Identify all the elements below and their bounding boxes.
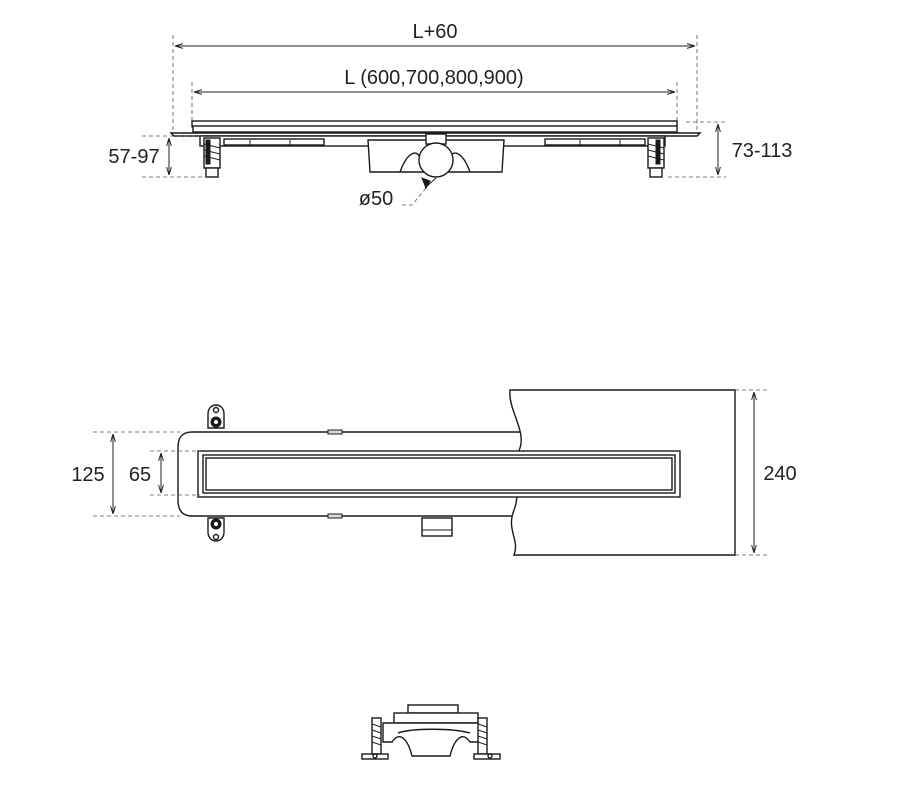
side-view: L+60 L (600,700,800,900)	[108, 21, 792, 210]
total-height-dimension: 73-113	[668, 121, 793, 178]
overall-length-dimension: L+60	[175, 21, 695, 46]
end-view-right-screw	[473, 717, 501, 760]
right-adjustable-foot	[647, 137, 665, 178]
total-height-label: 73-113	[732, 140, 793, 162]
channel-body-plan	[177, 431, 520, 517]
end-view	[361, 704, 501, 760]
plan-view: 125 65 240	[71, 389, 797, 556]
floor-width-label: 240	[763, 463, 796, 485]
end-view-left-screw	[361, 717, 389, 760]
grate-width-dimension: 65	[129, 450, 200, 496]
floor-width-dimension: 240	[735, 389, 797, 556]
foot-height-dimension: 57-97	[108, 135, 205, 178]
body-width-dimension: 125	[71, 431, 180, 517]
outlet-stub-plan	[421, 517, 453, 537]
channel-length-dimension: L (600,700,800,900)	[194, 67, 675, 92]
grate	[197, 450, 681, 498]
outlet-diameter-callout: ø50	[359, 177, 431, 210]
overall-length-label: L+60	[412, 21, 457, 43]
body-width-label: 125	[71, 464, 104, 486]
outlet-pipe	[418, 142, 454, 189]
foot-height-label: 57-97	[108, 146, 159, 168]
channel-side-profile	[169, 120, 702, 173]
left-adjustable-foot	[203, 137, 221, 178]
channel-length-label: L (600,700,800,900)	[344, 67, 523, 89]
top-fixing-bracket	[207, 404, 225, 429]
bottom-fixing-bracket	[207, 517, 225, 542]
grate-width-label: 65	[129, 464, 151, 486]
outlet-diameter-label: ø50	[359, 188, 393, 210]
